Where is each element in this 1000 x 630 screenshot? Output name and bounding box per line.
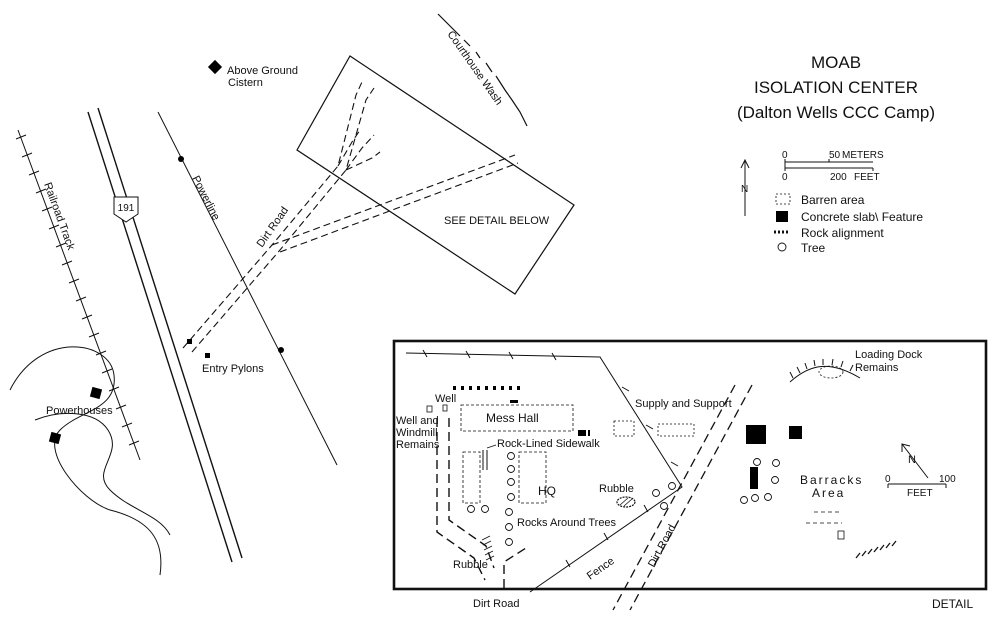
loading-dock-label-1: Loading Dock (855, 349, 923, 361)
rubble-center: Rubble (599, 483, 636, 508)
detail-label: DETAIL (932, 597, 973, 611)
scale-feet-end: 200 (830, 172, 847, 183)
detail-scale-unit: FEET (907, 488, 933, 499)
well-windmill-label-2: Windmill (396, 427, 438, 439)
mess-hall-label: Mess Hall (486, 411, 539, 425)
highway-shield-icon (113, 196, 139, 223)
highway-191: 191 (87, 107, 243, 563)
detail-frame (392, 339, 988, 591)
overview-map: Railroad Track 191 Powerline Above Groun… (9, 13, 575, 576)
fence-label: Fence (585, 555, 617, 582)
well-label: Well (435, 393, 456, 405)
detail-map: Fence Dirt Road Loading Dock Remains (392, 339, 988, 611)
scale-meters-mid: 50 (829, 150, 841, 161)
concrete-slab-small (789, 426, 802, 439)
cistern-label-1: Above Ground (227, 65, 298, 77)
legend-barren-label: Barren area (801, 193, 865, 207)
entry-pylon-2 (205, 353, 210, 358)
cistern: Above Ground Cistern (207, 59, 298, 89)
powerline: Powerline (157, 111, 338, 466)
detail-area-outline (296, 55, 575, 295)
scale-meters-start: 0 (782, 150, 788, 161)
detail-trees (467, 452, 676, 546)
barracks-area: Barracks Area (740, 458, 897, 559)
legend-slab-swatch (776, 211, 788, 222)
detail-north-arrow-icon: N (901, 443, 929, 479)
legend-tree-label: Tree (801, 241, 826, 255)
barracks-label-2: Area (812, 486, 845, 500)
hq-label: HQ (538, 484, 556, 498)
rubble-center-label: Rubble (599, 483, 634, 495)
powerline-label: Powerline (189, 174, 222, 222)
legend-tree-icon (777, 242, 787, 252)
rock-sidewalk-label: Rock-Lined Sidewalk (497, 438, 600, 450)
entry-pylons: Entry Pylons (187, 339, 264, 375)
detail-scale-start: 0 (885, 474, 891, 485)
fence-line: Fence (405, 349, 683, 593)
title-line-1: MOAB (811, 53, 861, 72)
detail-dirt-road-diag-label: Dirt Road (646, 523, 678, 570)
detail-scale-end: 100 (939, 474, 956, 485)
detail-dirt-road-bottom-label: Dirt Road (473, 598, 519, 610)
see-detail-label: SEE DETAIL BELOW (444, 215, 550, 227)
supply-support-label: Supply and Support (635, 398, 732, 410)
mess-hall: Mess Hall (460, 404, 574, 432)
legend-barren-swatch (775, 193, 791, 205)
entry-pylon-1 (187, 339, 192, 344)
cistern-label-2: Cistern (228, 77, 263, 89)
detail-north-label: N (908, 454, 916, 466)
rock-lined-sidewalk: Rock-Lined Sidewalk (482, 438, 600, 470)
rocks-around-trees-label: Rocks Around Trees (517, 517, 617, 529)
well-area: Well Well and Windmill Remains (396, 393, 456, 451)
well-windmill-label-3: Remains (396, 439, 440, 451)
detail-dirt-road-diagonal: Dirt Road (612, 384, 753, 611)
powerhouses-label: Powerhouses (46, 405, 113, 417)
rubble-left: Rubble (453, 535, 495, 571)
rubble-left-label: Rubble (453, 559, 488, 571)
legend-rock-label: Rock alignment (801, 226, 884, 240)
courthouse-wash-label: Courthouse Wash (445, 29, 505, 108)
scale-feet-unit: FEET (854, 172, 880, 183)
title-line-2: ISOLATION CENTER (754, 78, 918, 97)
north-arrow-label: N (741, 184, 748, 195)
courthouse-wash: Courthouse Wash (437, 13, 528, 127)
powerhouse-2-icon (48, 431, 62, 445)
legend: Barren area Concrete slab\ Feature Rock … (774, 193, 923, 255)
barracks-label-1: Barracks (800, 473, 863, 487)
title-line-3: (Dalton Wells CCC Camp) (737, 103, 935, 122)
highway-shield-label: 191 (118, 203, 135, 214)
scale-meters-unit: METERS (842, 150, 884, 161)
scale-feet-start: 0 (782, 172, 788, 183)
cistern-icon (207, 59, 223, 75)
north-arrow-icon: N (740, 158, 750, 216)
detail-internal-roads (436, 418, 527, 588)
well-windmill-label-1: Well and (396, 415, 439, 427)
scale-bar: 0 50 METERS 0 200 FEET (782, 150, 884, 183)
legend-slab-label: Concrete slab\ Feature (801, 210, 923, 224)
concrete-slab-large (746, 425, 766, 444)
map-title: MOAB ISOLATION CENTER (Dalton Wells CCC … (737, 53, 935, 122)
loading-dock-label-2: Remains (855, 362, 899, 374)
detail-scale-bar: 0 100 FEET (885, 474, 956, 499)
powerhouse-1-icon (89, 386, 103, 400)
entry-pylons-label: Entry Pylons (202, 363, 264, 375)
loading-dock: Loading Dock Remains (789, 349, 923, 383)
powerhouses: Powerhouses (9, 346, 171, 576)
supply-support: Supply and Support (613, 398, 732, 437)
